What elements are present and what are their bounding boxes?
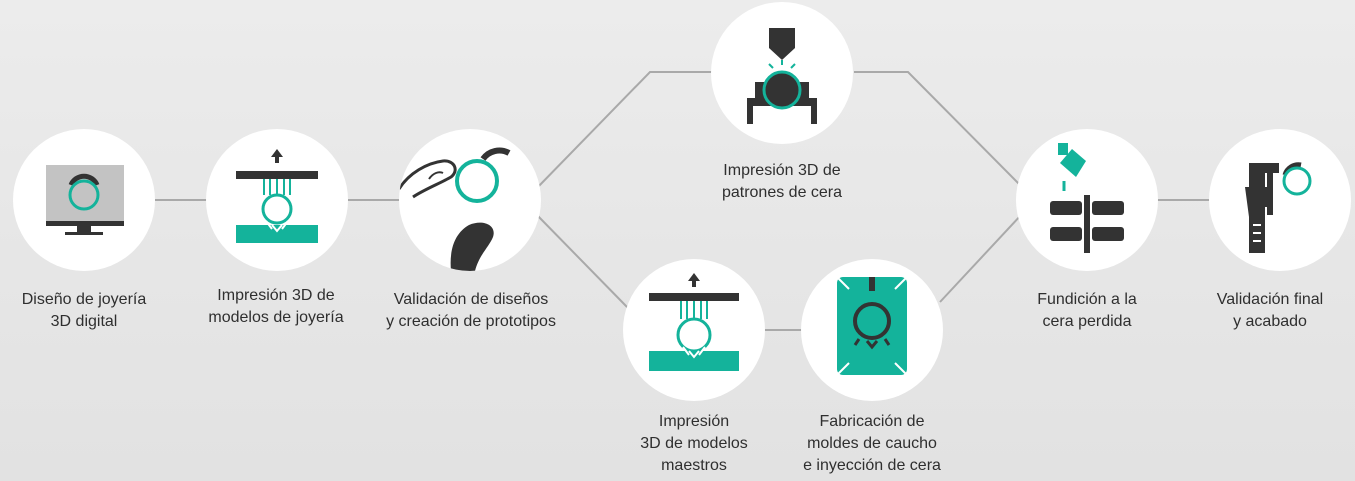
step-label-validation: Validación de diseños y creación de prot… — [386, 291, 556, 330]
step-label-print-models: Impresión 3D de modelos de joyería — [208, 287, 344, 326]
step-label-print-wax: Impresión 3D de patrones de cera — [721, 162, 843, 201]
monitor-ring-icon — [46, 165, 124, 235]
connector-upper-casting — [854, 71, 1023, 188]
step-node-print-models — [206, 129, 348, 271]
connector-molds-casting — [939, 213, 1023, 303]
step-node-casting — [1016, 129, 1158, 271]
step-node-print-masters — [623, 259, 765, 401]
printer-master-icon — [649, 273, 739, 371]
wax-printer-icon — [747, 28, 817, 124]
connector-3-upper — [534, 71, 712, 191]
step-node-digital-design — [13, 129, 155, 271]
step-label-rubber-molds: Fabricación de moldes de caucho e inyecc… — [803, 413, 941, 474]
step-label-print-masters: Impresión 3D de modelos maestros — [640, 413, 748, 474]
step-node-finishing — [1209, 129, 1351, 271]
printer-ring-icon — [236, 149, 318, 243]
step-label-digital-design: Diseño de joyería 3D digital — [21, 291, 147, 330]
step-label-finishing: Validación final y acabado — [1216, 291, 1324, 330]
connector-3-lower — [534, 212, 629, 309]
hand-ring-icon — [399, 147, 511, 271]
rubber-mold-icon — [836, 276, 908, 376]
step-label-casting: Fundición a la cera perdida — [1037, 291, 1137, 330]
step-node-validation — [399, 129, 541, 271]
casting-tree-icon — [1050, 143, 1124, 253]
step-node-rubber-molds — [801, 259, 943, 401]
caliper-icon — [1245, 162, 1312, 253]
step-node-print-wax — [711, 2, 853, 144]
